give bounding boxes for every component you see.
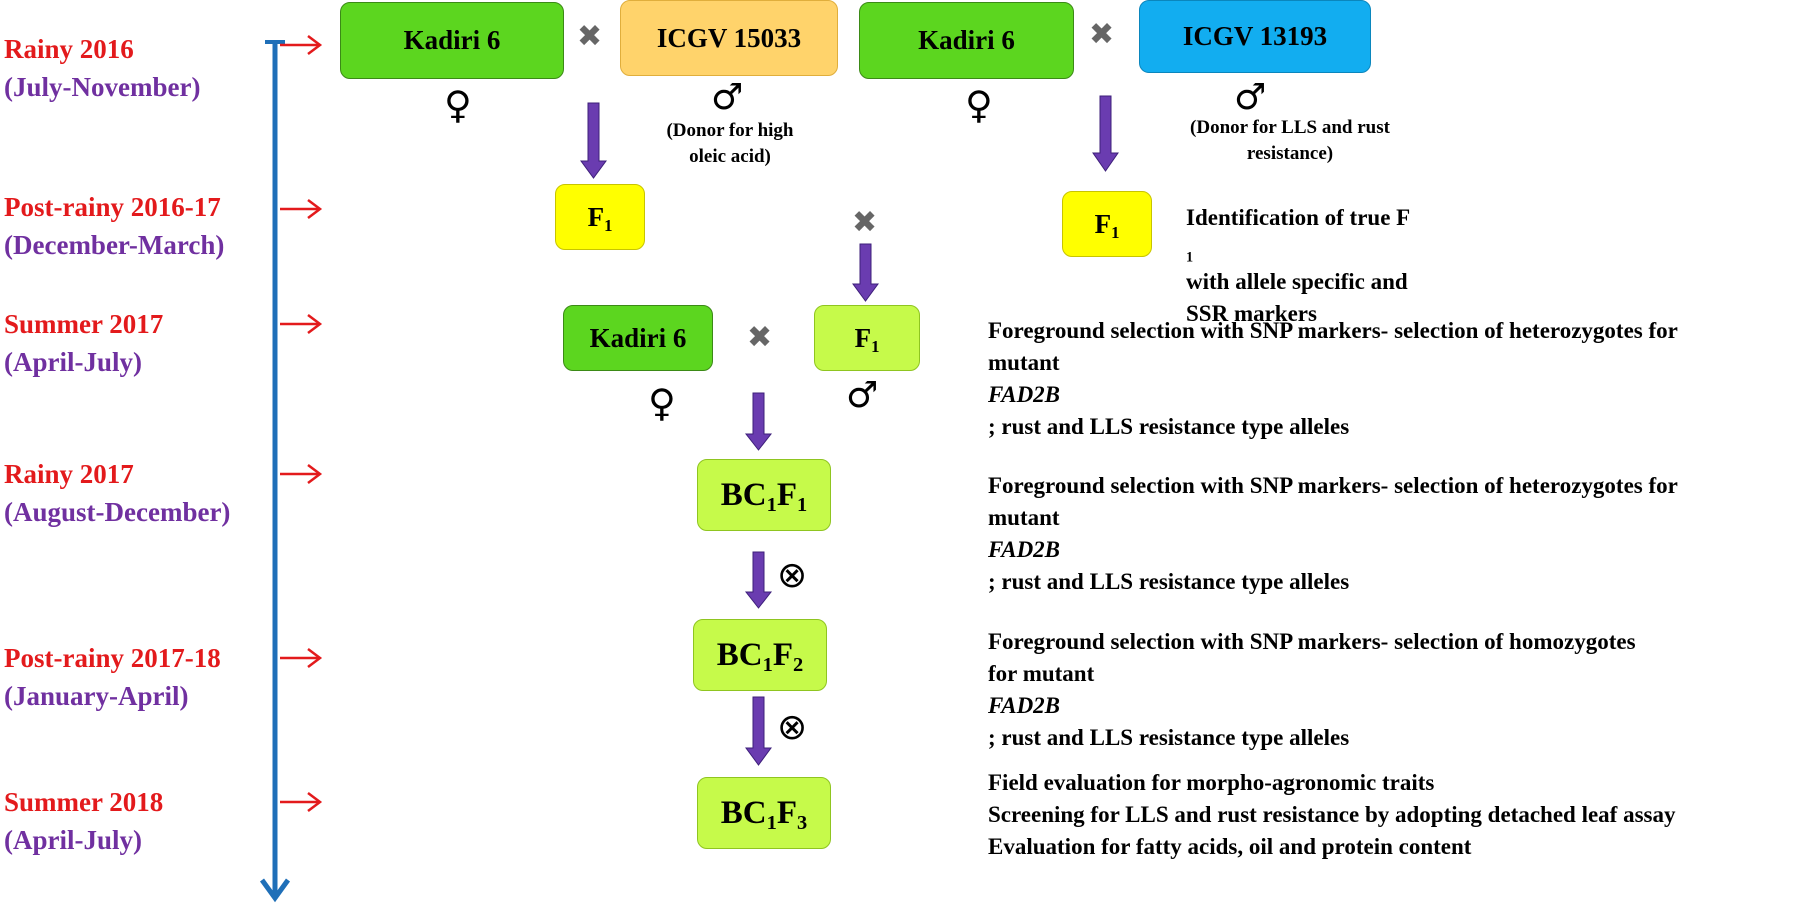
bc1f3-box: BC1F3 bbox=[697, 777, 831, 849]
cross-icon: ✖ bbox=[577, 19, 603, 54]
generation-label: F1 bbox=[587, 201, 613, 235]
flow-arrow-to-bc1f3 bbox=[745, 696, 772, 766]
note-line: oleic acid) bbox=[689, 146, 771, 167]
description-rainy-2017: Foreground selection with SNP markers- s… bbox=[988, 470, 1678, 598]
parent-label: ICGV 13193 bbox=[1182, 21, 1328, 51]
timeline-arrowhead bbox=[259, 878, 291, 903]
description-summer-2018: Field evaluation for morpho-agronomic tr… bbox=[988, 767, 1676, 863]
flow-arrow-to-bc1f1 bbox=[744, 392, 773, 451]
cross-icon: ✖ bbox=[747, 320, 773, 355]
description-line: Evaluation for fatty acids, oil and prot… bbox=[988, 834, 1472, 859]
season-months: (January-April) bbox=[4, 681, 189, 711]
season-arrow-rainy-2017 bbox=[280, 464, 323, 484]
female-icon: ♀ bbox=[648, 381, 676, 425]
description-line: Foreground selection with SNP markers- s… bbox=[988, 629, 1636, 654]
note-line: resistance) bbox=[1246, 143, 1334, 164]
description-line: Screening for LLS and rust resistance by… bbox=[988, 802, 1676, 827]
description-summer-2017: Foreground selection with SNP markers- s… bbox=[988, 315, 1678, 443]
donor-note-high-oleic: (Donor for high oleic acid) bbox=[630, 118, 830, 170]
season-postrainy-2016-17: Post-rainy 2016-17 (December-March) bbox=[4, 188, 224, 264]
description-line: Field evaluation for morpho-agronomic tr… bbox=[988, 770, 1435, 795]
description-line: SSR markers bbox=[1186, 301, 1317, 326]
parent-kadiri-6-right: Kadiri 6 bbox=[859, 2, 1074, 79]
season-months: (July-November) bbox=[4, 72, 201, 102]
parent-icgv-15033: ICGV 15033 bbox=[620, 0, 838, 76]
donor-note-lls-rust: (Donor for LLS and rust resistance) bbox=[1160, 115, 1420, 167]
parent-icgv-13193: ICGV 13193 bbox=[1139, 0, 1371, 73]
season-postrainy-2017-18: Post-rainy 2017-18 (January-April) bbox=[4, 639, 221, 715]
selfing-icon: ⊗ bbox=[777, 707, 808, 748]
season-name: Post-rainy 2017-18 bbox=[4, 643, 221, 673]
flow-arrow-to-bc1f2 bbox=[744, 551, 773, 609]
season-arrow-postrainy-2017 bbox=[280, 648, 323, 668]
description-line: for mutant FAD2B; rust and LLS resistanc… bbox=[988, 661, 1350, 750]
season-name: Summer 2018 bbox=[4, 787, 164, 817]
season-name: Rainy 2017 bbox=[4, 459, 134, 489]
parent-kadiri-6-backcross: Kadiri 6 bbox=[563, 305, 713, 371]
season-name: Summer 2017 bbox=[4, 309, 164, 339]
f1-box-backcross: F1 bbox=[814, 305, 920, 371]
male-icon: ♂ bbox=[1234, 77, 1267, 118]
male-icon: ♂ bbox=[711, 77, 744, 118]
season-months: (April-July) bbox=[4, 347, 142, 377]
female-icon: ♀ bbox=[965, 83, 993, 127]
generation-label: F1 bbox=[854, 322, 880, 356]
parent-label: Kadiri 6 bbox=[918, 25, 1015, 55]
flow-arrow-cross-to-f1 bbox=[852, 243, 879, 302]
season-rainy-2016: Rainy 2016 (July-November) bbox=[4, 30, 200, 106]
season-arrow-rainy-2016 bbox=[280, 35, 323, 55]
generation-label: BC1F2 bbox=[716, 636, 804, 676]
generation-label: F1 bbox=[1094, 208, 1120, 242]
bc1f2-box: BC1F2 bbox=[693, 619, 827, 691]
bc1f1-box: BC1F1 bbox=[697, 459, 831, 531]
season-name: Rainy 2016 bbox=[4, 34, 134, 64]
description-line: mutant FAD2B; rust and LLS resistance ty… bbox=[988, 505, 1350, 594]
season-arrow-postrainy-2016 bbox=[280, 199, 323, 219]
flow-arrow-kadiri-to-f1-right bbox=[1092, 95, 1119, 172]
flow-arrow-kadiri-to-f1-left bbox=[580, 102, 607, 179]
description-line: Foreground selection with SNP markers- s… bbox=[988, 473, 1678, 498]
season-months: (August-December) bbox=[4, 497, 231, 527]
season-arrow-summer-2017 bbox=[280, 314, 323, 334]
parent-label: Kadiri 6 bbox=[589, 322, 687, 353]
parent-label: Kadiri 6 bbox=[403, 25, 501, 55]
generation-label: BC1F1 bbox=[720, 476, 808, 516]
female-icon: ♀ bbox=[444, 83, 472, 127]
season-arrow-summer-2018 bbox=[280, 792, 323, 812]
cross-icon: ✖ bbox=[852, 205, 878, 240]
description-line: mutant FAD2B; rust and LLS resistance ty… bbox=[988, 350, 1350, 439]
description-postrainy-2017-18: Foreground selection with SNP markers- s… bbox=[988, 626, 1636, 754]
generation-label: BC1F3 bbox=[720, 794, 808, 834]
note-line: (Donor for LLS and rust bbox=[1190, 117, 1390, 138]
parent-kadiri-6-left: Kadiri 6 bbox=[340, 2, 564, 79]
selfing-icon: ⊗ bbox=[777, 555, 808, 596]
cross-icon: ✖ bbox=[1089, 17, 1115, 52]
season-months: (December-March) bbox=[4, 230, 225, 260]
f1-box-right: F1 bbox=[1062, 191, 1152, 257]
note-line: (Donor for high bbox=[666, 120, 794, 141]
male-icon: ♂ bbox=[846, 375, 879, 416]
season-rainy-2017: Rainy 2017 (August-December) bbox=[4, 455, 230, 531]
season-summer-2017: Summer 2017 (April-July) bbox=[4, 305, 163, 381]
description-line: Foreground selection with SNP markers- s… bbox=[988, 318, 1678, 343]
season-months: (April-July) bbox=[4, 825, 142, 855]
season-name: Post-rainy 2016-17 bbox=[4, 192, 221, 222]
season-summer-2018: Summer 2018 (April-July) bbox=[4, 783, 163, 859]
f1-box-left: F1 bbox=[555, 184, 645, 250]
parent-label: ICGV 15033 bbox=[656, 22, 802, 53]
